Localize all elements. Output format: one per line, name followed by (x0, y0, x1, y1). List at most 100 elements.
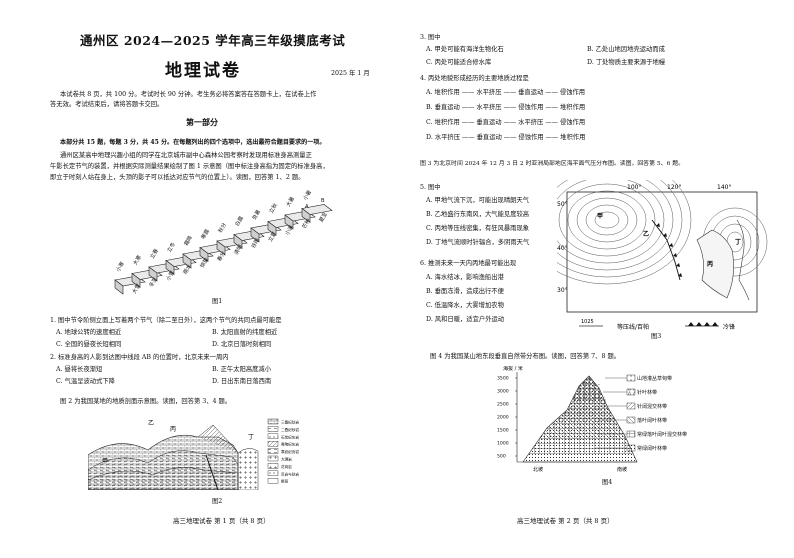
figure-3-caption: 图3 (651, 333, 662, 340)
legend-item: 奥陶纪灰岩 (281, 442, 299, 447)
subject-title: 地理试卷 (165, 61, 241, 81)
q4-option-d: D. 水平挤压 —— 垂直运动 —— 侵蚀作用 —— 堆积作用 (426, 134, 586, 141)
exam-date: 2025 年 1 月 (331, 70, 370, 77)
q6-option-b: B. 垂面冻滑，造成出行不便 (426, 288, 504, 295)
solar-term-label: 夏至 (318, 211, 329, 223)
q1-option-a: A. 地球公转的速度相近 (56, 329, 122, 336)
q5-option-d: D. 丁地气流顺时针辐合，多阴雨天气 (426, 239, 530, 246)
figure-1-caption: 图1 (212, 298, 223, 305)
zone-label: 针叶林带 (637, 389, 657, 396)
q5-option-c: C. 丙地等压线密集，有狂风暴雨现象 (426, 225, 530, 232)
legend-item: 花岗岩 (281, 464, 292, 469)
q3-option-c: C. 丙处可能适合修水库 (426, 59, 492, 66)
y-tick-label: 3500 (497, 376, 509, 382)
point-a-label: A (305, 204, 309, 210)
figure-4-caption: 图4 (602, 479, 613, 486)
svg-text:甲: 甲 (102, 458, 108, 465)
q3-option-b: B. 乙处山地因地壳运动而成 (587, 46, 665, 53)
q2-option-b: B. 正午太阳高度减小 (212, 366, 272, 373)
longitude-label: 100° (627, 184, 641, 191)
place-label: 丁 (735, 239, 741, 246)
svg-text:北坡: 北坡 (533, 466, 543, 473)
q3-option-d: D. 丁处物质主要来源于地幔 (587, 59, 666, 66)
q4-option-c: C. 堆积作用 —— 垂直运动 —— 水平挤压 —— 侵蚀作用 (426, 119, 586, 126)
svg-text:丙: 丙 (170, 426, 176, 433)
y-tick-label: 1000 (497, 441, 509, 447)
y-tick-label: 3000 (497, 389, 509, 395)
solar-term-label: 白露 (233, 214, 246, 228)
y-tick-label: 2500 (497, 402, 509, 408)
figure-2-caption: 图2 (212, 498, 223, 505)
question-5: 5. 图中 (420, 184, 441, 191)
legend-item: 三叠纪砂岩 (281, 420, 299, 425)
legend-item: 断层 (281, 479, 289, 484)
solar-term-label: 立秋 (267, 201, 280, 215)
zone-label: 落叶阔叶林带 (637, 417, 667, 424)
left-footer: 高三地理试卷 第 1 页（共 8 页） (173, 517, 270, 525)
q5-option-a: A. 甲地气流下沉，可能出现晴朗天气 (426, 197, 530, 204)
solar-term-label: 立春 (148, 247, 160, 260)
left-page: 通州区 2024—2025 学年高三年级摸底考试 地理试卷 2025 年 1 月… (50, 33, 370, 525)
solar-term-label: 大寒 (131, 254, 143, 267)
q2-option-a: A. 昼将长夜渐短 (56, 366, 103, 373)
figure-2-diagram: 乙 丙 丁 甲 三叠纪砂岩二叠纪砂岩石炭纪灰岩奥陶纪灰岩寒武纪页岩大理岩花岗岩页… (88, 418, 299, 490)
legend-item: 大理岩 (281, 457, 292, 462)
svg-text:乙: 乙 (148, 420, 154, 427)
q1-option-d: D. 北京日落时刻相同 (212, 341, 272, 348)
solar-term-label: 秋分 (216, 221, 228, 234)
legend-item: 石炭纪灰岩 (281, 434, 299, 439)
solar-term-label: 立冬 (165, 241, 177, 254)
q5-option-b: B. 乙地盛行东南风，大气能见度较高 (426, 211, 530, 218)
point-b-label: B (321, 198, 325, 204)
right-footer: 高三地理试卷 第 2 页（共 8 页） (517, 517, 614, 525)
q6-option-a: A. 海水结冰，影响渔船出港 (426, 274, 504, 281)
right-page: 3. 图中 A. 甲处可能有海洋生物化石 B. 乙处山地因地壳运动而成 C. 丙… (397, 0, 794, 558)
zone-label: 山地灌丛草甸带 (637, 375, 672, 382)
intro-line-3: 即立于时刻人站在身上，头顶的影子可以抵达对应节气的位置上）。读图，回答第 1、2… (50, 174, 305, 181)
q4-option-b: B. 垂直运动 —— 水平挤压 —— 侵蚀作用 —— 堆积作用 (426, 104, 586, 111)
figure-3-intro: 图 3 为北京时间 2024 年 12 月 3 日 2 时亚洲局部地区海平面气压… (420, 161, 684, 167)
q3-option-a: A. 甲处可能有海洋生物化石 (426, 46, 504, 53)
solar-term-label: 大暑 (284, 195, 296, 208)
figure-3: 100°120°140°50°40°30°甲乙丙丁 1025 等压线/百帕 冷锋 (557, 180, 769, 342)
q1-option-b: B. 太阳直射的纬度相近 (212, 329, 278, 336)
legend-item: 页岩与砂岩 (281, 471, 299, 476)
question-2: 2. 标准身高的人影到达图中线段 AB 的位置时，北京未来一周内 (50, 354, 229, 361)
question-1: 1. 图中节令阶侧立面上写着两个节气（除二至日外），这两个节气的共同点最可能是 (50, 317, 282, 324)
place-label: 甲 (597, 212, 603, 220)
svg-text:海拔 / 米: 海拔 / 米 (503, 366, 523, 372)
figure-1: 小寒大雪大寒冬至立春小雪立冬雨水霜降惊蛰寒露春分秋分清明白露谷雨处暑立夏立秋小满… (95, 188, 340, 306)
svg-text:1025: 1025 (581, 319, 594, 325)
q2-option-c: C. 气温呈波动式下降 (56, 378, 115, 385)
zone-label: 针阔混交林带 (637, 403, 667, 410)
figure-1-diagram: 小寒大雪大寒冬至立春小雪立冬雨水霜降惊蛰寒露春分秋分清明白露谷雨处暑立夏立秋小满… (114, 189, 333, 295)
y-tick-label: 1500 (497, 428, 509, 434)
figure-2-intro: 图 2 为我国某地的地质剖面示意图。读图，回答第 3、4 题。 (60, 398, 232, 405)
svg-text:丁: 丁 (248, 434, 254, 441)
longitude-label: 140° (717, 184, 731, 191)
solar-term-label: 小暑 (301, 189, 313, 202)
question-6: 6. 推测未来一天内丙地最可能出现 (420, 260, 517, 267)
svg-text:冷锋: 冷锋 (723, 323, 735, 331)
latitude-label: 30° (557, 287, 568, 294)
q4-option-a: A. 堆积作用 —— 水平挤压 —— 垂直运动 —— 侵蚀作用 (426, 89, 586, 96)
solar-term-label: 霜降 (182, 234, 194, 247)
zone-label: 常绿阔叶林带 (637, 445, 667, 452)
place-label: 乙 (643, 231, 649, 238)
solar-term-label: 处暑 (250, 208, 262, 221)
instructions: 本部分共 15 题，每题 3 分，共 45 分。在每题列出的四个选项中，选出最符… (60, 139, 326, 146)
q6-option-c: C. 低温降水，大雾增加农物 (426, 302, 504, 309)
part-one-heading: 第一部分 (186, 117, 218, 127)
zone-label: 常绿落叶阔叶混交林带 (637, 431, 687, 438)
y-tick-label: 500 (497, 454, 506, 460)
notice-line-2: 答无效。考试结束后，请将答题卡交回。 (50, 101, 164, 108)
intro-line-2: 午影长定节气的装置，并根据实际测量结果绘制了图 1 示意图（图中标注身高指为固定… (50, 163, 329, 170)
svg-text:等压线/百帕: 等压线/百帕 (617, 323, 649, 331)
q2-option-d: D. 日出东南日落西南 (212, 378, 272, 385)
legend-item: 寒武纪页岩 (281, 449, 299, 454)
svg-text:南坡: 南坡 (617, 466, 627, 473)
question-3: 3. 图中 (420, 34, 441, 41)
exam-title: 通州区 2024—2025 学年高三年级摸底考试 (80, 33, 346, 48)
